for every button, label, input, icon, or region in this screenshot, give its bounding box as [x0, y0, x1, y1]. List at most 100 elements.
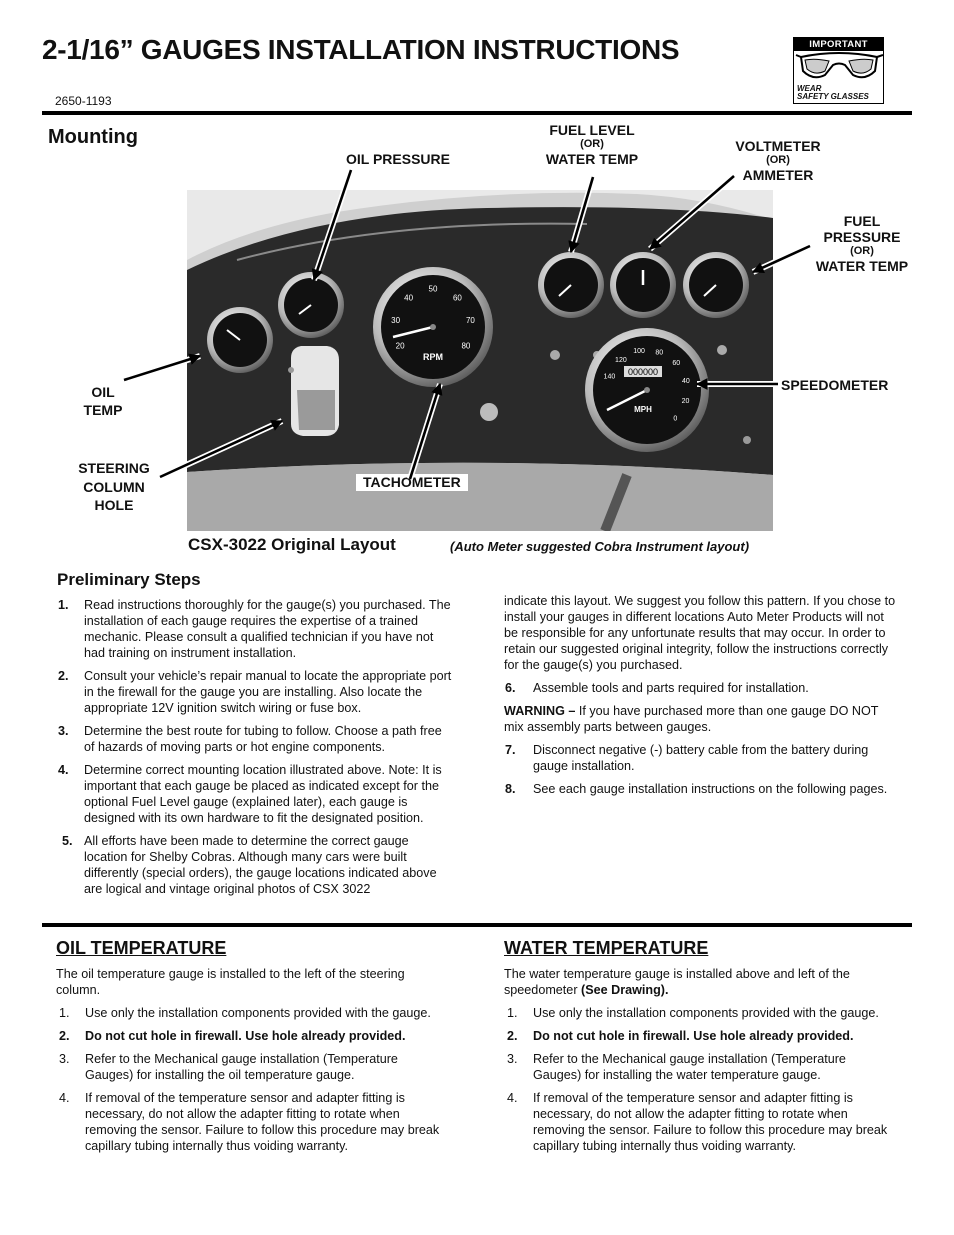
label-voltmeter-or: (OR): [766, 154, 790, 166]
list-item: 1.Read instructions thoroughly for the g…: [55, 597, 455, 661]
list-item: 4. Determine correct mounting location il…: [55, 762, 455, 826]
item-text: Disconnect negative (-) battery cable fr…: [533, 743, 869, 773]
label-oil-pressure: OIL PRESSURE: [346, 151, 450, 167]
water-temperature-heading: WATER TEMPERATURE: [504, 938, 709, 958]
item-text: If removal of the temperature sensor and…: [533, 1091, 888, 1153]
label-fuel-pressure-2: PRESSURE: [823, 229, 901, 245]
label-fuel-pressure-1: FUEL: [843, 213, 881, 229]
list-item: 6.Assemble tools and parts required for …: [504, 680, 896, 696]
list-item: 2. Consult your vehicle’s repair manual t…: [55, 668, 455, 716]
label-fuel-level-text: FUEL LEVEL: [549, 122, 635, 138]
item-text: Determine the best route for tubing to f…: [84, 724, 442, 754]
gauge-tick-label: 50: [429, 285, 438, 294]
item-text: Assemble tools and parts required for in…: [533, 681, 809, 695]
item-text: Consult your vehicle’s repair manual to …: [84, 669, 452, 715]
label-steering-column-hole: STEERING COLUMN HOLE: [66, 459, 162, 515]
odometer-window: [624, 366, 662, 377]
label-fuel-level: FUEL LEVEL (OR) WATER TEMP: [532, 122, 652, 167]
list-item: 4.If removal of the temperature sensor a…: [56, 1090, 448, 1154]
list-item: 2. Do not cut hole in firewall. Use hole …: [56, 1028, 448, 1044]
oil-temperature-intro: The oil temperature gauge is installed t…: [56, 967, 405, 997]
item-text: Use only the installation components pro…: [85, 1006, 431, 1020]
label-speedometer: SPEEDOMETER: [781, 377, 889, 393]
label-ammeter: AMMETER: [742, 167, 814, 183]
list-item: 4.If removal of the temperature sensor a…: [504, 1090, 896, 1154]
safety-glasses-icon: [795, 52, 883, 79]
arrow-oil-temp: [123, 353, 202, 382]
badge-title: IMPORTANT: [794, 38, 883, 51]
warning-text: If you have purchased more than one gaug…: [504, 704, 879, 734]
item-text: Refer to the Mechanical gauge installati…: [533, 1052, 846, 1082]
water-intro-bold: (See Drawing).: [581, 983, 669, 997]
item-text: Determine correct mounting location illu…: [84, 763, 442, 825]
item-text: Do not cut hole in firewall. Use hole al…: [533, 1029, 854, 1043]
item-number: 5.: [62, 834, 73, 848]
water-temperature-column: The water temperature gauge is installed…: [504, 966, 896, 1161]
list-item: 3. Determine the best route for tubing to…: [55, 723, 455, 755]
list-item: 1. Use only the installation components p…: [56, 1005, 448, 1021]
item-number: 7.: [505, 743, 516, 757]
page-title: 2-1/16” GAUGES INSTALLATION INSTRUCTIONS: [42, 34, 680, 65]
document-number: 2650-1193: [55, 94, 112, 108]
oil-temperature-heading: OIL TEMPERATURE: [56, 938, 227, 958]
gauge-tick-label: 80: [461, 342, 470, 351]
label-oil-temp: OIL TEMP: [72, 383, 134, 419]
item-number: 1.: [58, 598, 69, 612]
warning-paragraph: WARNING – If you have purchased more tha…: [504, 703, 896, 735]
list-item: 7. Disconnect negative (-) battery cable …: [504, 742, 896, 774]
arrow-steering-column: [159, 419, 284, 479]
preliminary-right-column: indicate this layout. We suggest you fol…: [504, 593, 896, 804]
item-text: Do not cut hole in firewall. Use hole al…: [85, 1029, 406, 1043]
label-steering-1: STEERING: [78, 460, 150, 476]
arrow-fuel-level: [568, 176, 595, 254]
oil-temp-gauge: [207, 307, 273, 373]
label-fuel-level-or: (OR): [580, 138, 604, 150]
gauge-tick-label: 80: [655, 349, 663, 356]
speedo-unit: MPH: [634, 405, 652, 414]
label-voltmeter: VOLTMETER (OR) AMMETER: [722, 138, 834, 183]
gauge-tick-label: 40: [404, 294, 413, 303]
item-number: 2.: [59, 1029, 70, 1043]
item-text: All efforts have been made to determine …: [84, 834, 437, 896]
item-number: 2.: [58, 669, 69, 683]
gauge-tick-label: 20: [396, 342, 405, 351]
gauge-tick-label: 120: [615, 357, 627, 364]
item-number: 1.: [507, 1006, 518, 1020]
label-voltmeter-text: VOLTMETER: [735, 138, 821, 154]
warning-label: WARNING –: [504, 704, 576, 718]
item-number: 4.: [58, 763, 69, 777]
item-text: If removal of the temperature sensor and…: [85, 1091, 440, 1153]
odometer-reading: 000000: [628, 367, 658, 377]
item-number: 3.: [59, 1052, 70, 1066]
label-water-temp-2: WATER TEMP: [815, 258, 909, 274]
arrow-oil-pressure: [311, 169, 353, 282]
continuation-text: indicate this layout. We suggest you fol…: [504, 594, 896, 672]
safety-glasses-badge: IMPORTANT WEAR SAFETY GLASSES: [793, 37, 884, 104]
item-number: 1.: [59, 1006, 70, 1020]
gauge-tick-label: 60: [453, 294, 462, 303]
voltmeter-gauge: [610, 252, 676, 318]
label-oil-temp-1: OIL: [91, 384, 115, 400]
item-number: 2.: [507, 1029, 518, 1043]
list-item: 8. See each gauge installation instructio…: [504, 781, 896, 797]
label-oil-temp-2: TEMP: [83, 402, 123, 418]
list-item: 2. Do not cut hole in firewall. Use hole …: [504, 1028, 896, 1044]
label-steering-3: HOLE: [94, 497, 134, 513]
item-text: See each gauge installation instructions…: [533, 782, 888, 796]
gauge-tick-label: 0: [673, 416, 677, 423]
item-number: 3.: [58, 724, 69, 738]
oil-temperature-column: The oil temperature gauge is installed t…: [56, 966, 448, 1161]
item-number: 8.: [505, 782, 516, 796]
photo-caption: CSX-3022 Original Layout: [188, 535, 396, 554]
gauge-tick-label: 70: [466, 316, 475, 325]
list-item: 1.Use only the installation components p…: [504, 1005, 896, 1021]
label-water-temp-1: WATER TEMP: [545, 151, 639, 167]
preliminary-heading: Preliminary Steps: [57, 570, 201, 589]
badge-line1: WEAR: [797, 84, 822, 93]
fuel-pressure-gauge: [683, 252, 749, 318]
label-fuel-pressure-or: (OR): [850, 245, 874, 257]
gauge-tick-label: 40: [682, 378, 690, 385]
item-text: Refer to the Mechanical gauge installati…: [85, 1052, 398, 1082]
